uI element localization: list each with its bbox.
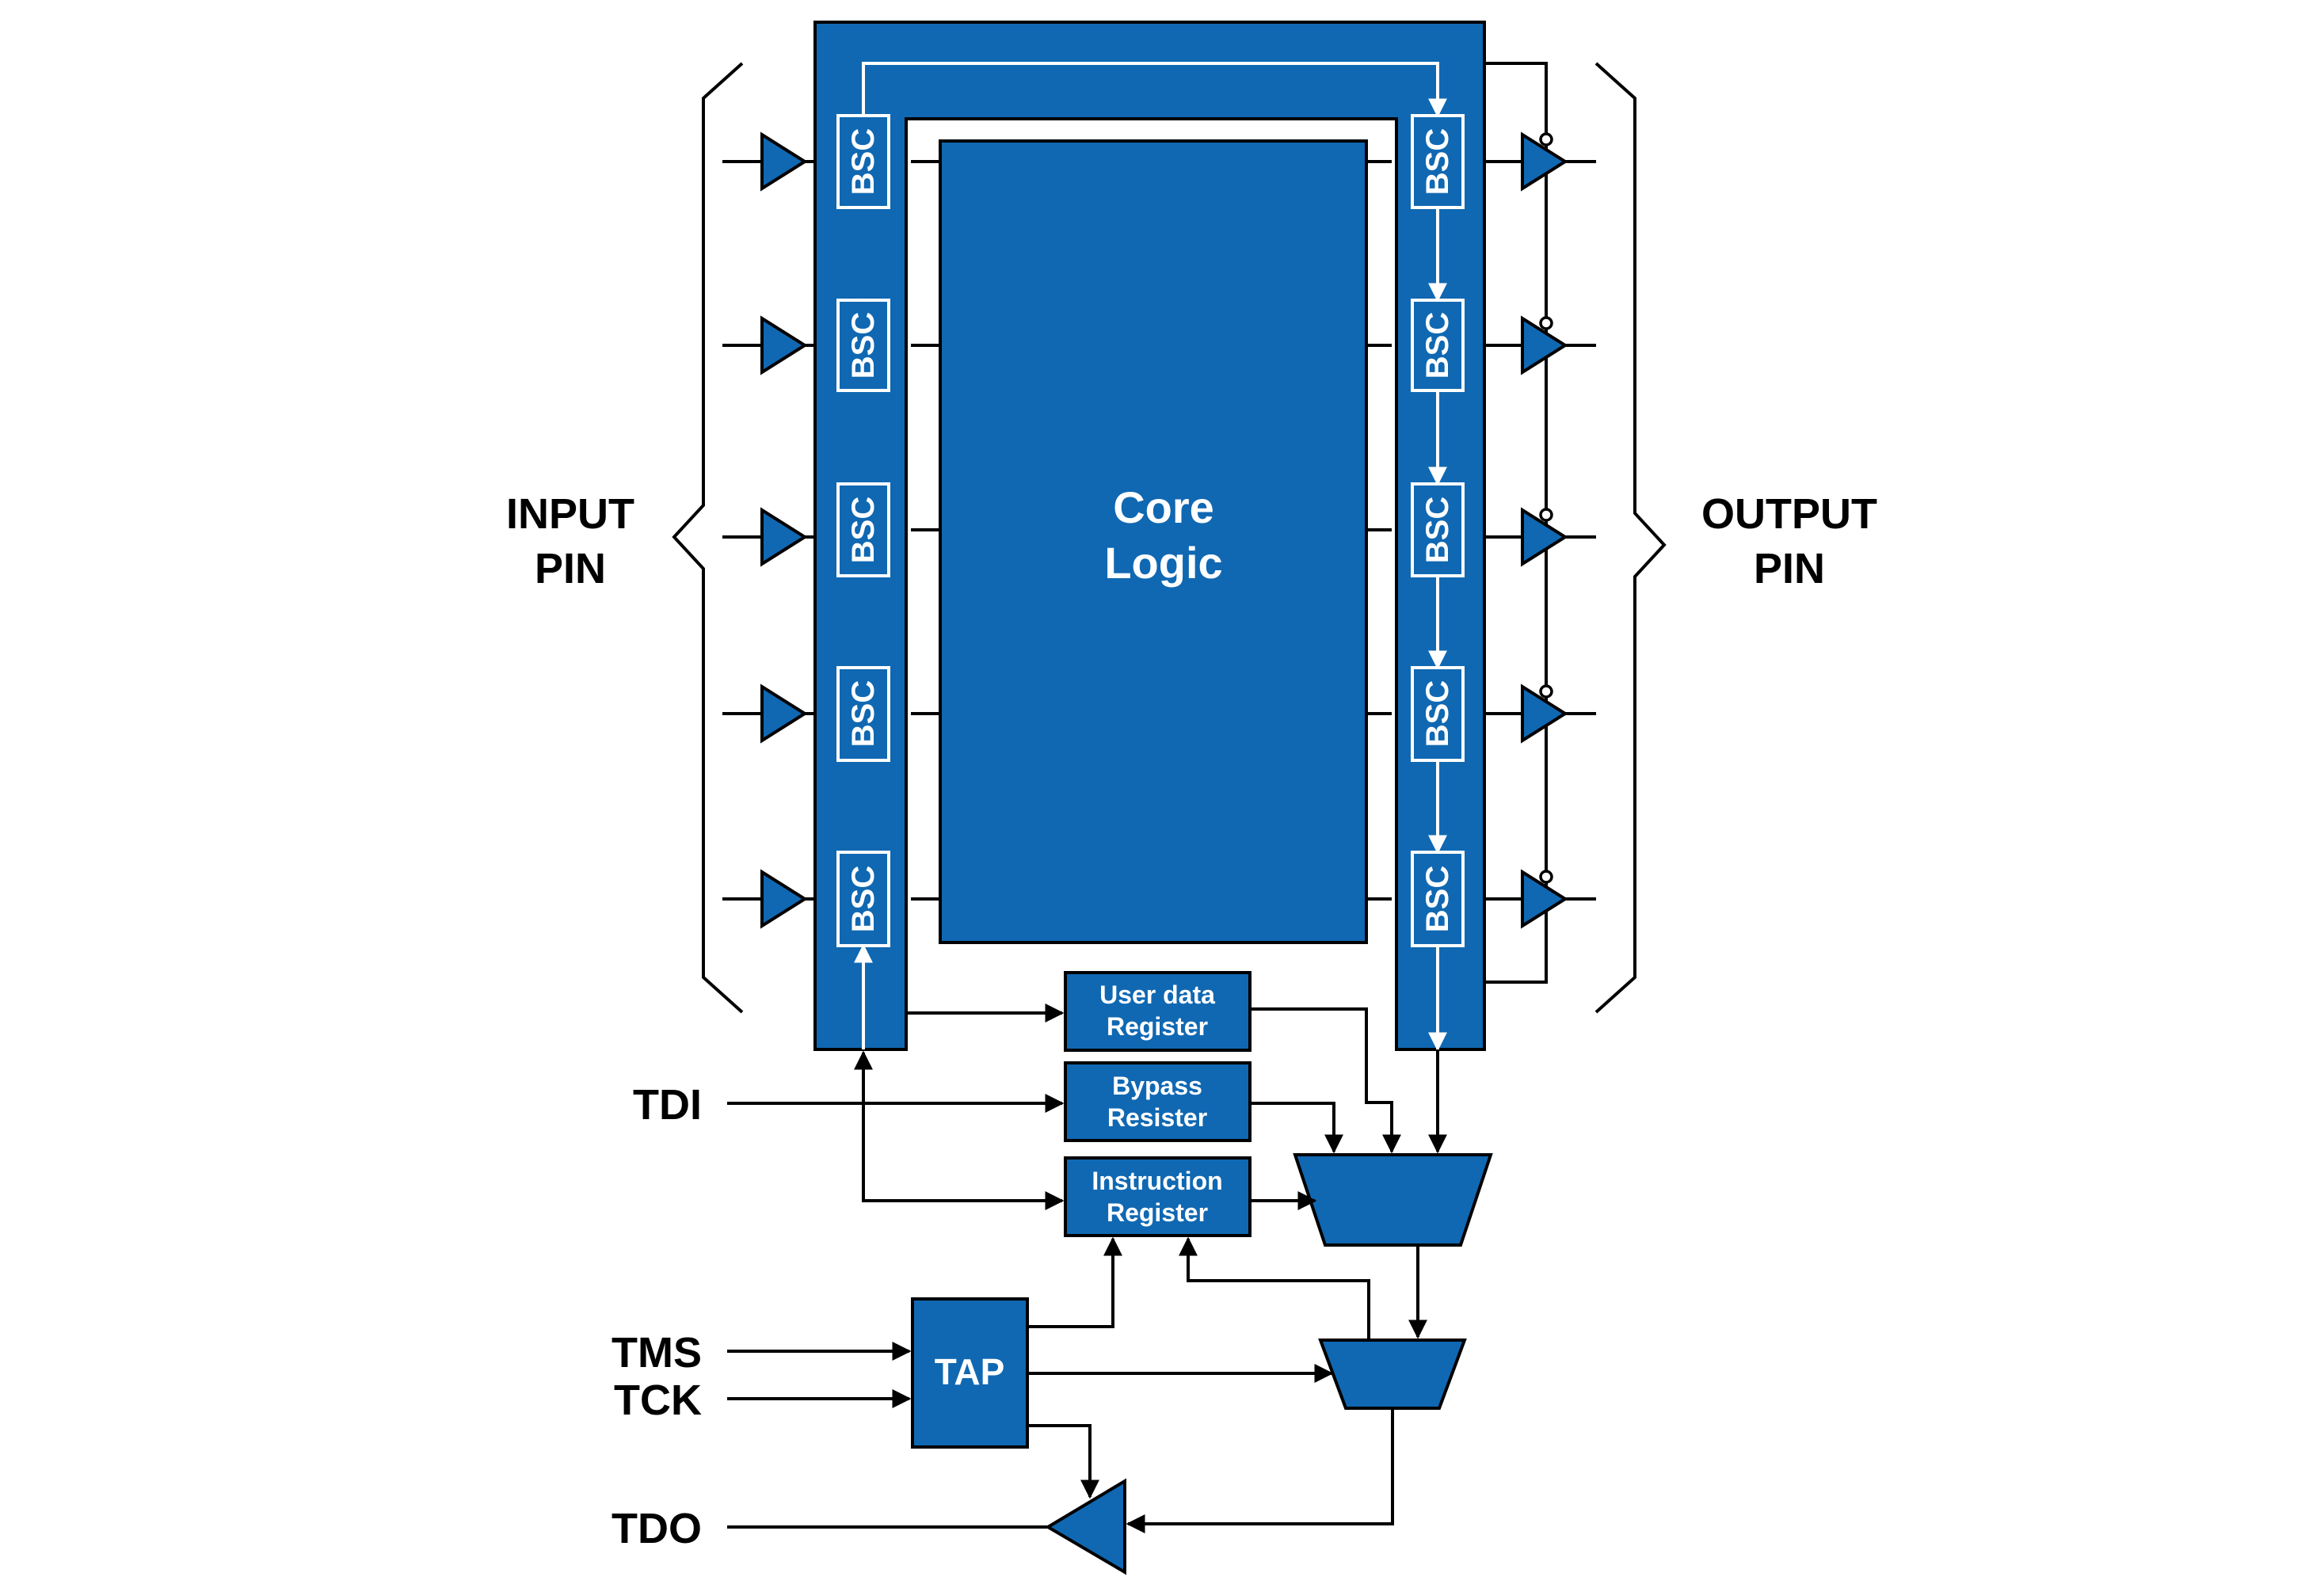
input-buffer-icon (760, 869, 808, 929)
bsc-cell (836, 851, 890, 947)
tap-label: TAP (935, 1351, 1005, 1392)
enable-bubble-icon (1539, 132, 1553, 147)
input-pin-label-line2: PIN (535, 545, 606, 592)
bsc-label: BSC (846, 128, 881, 195)
input-buffer-icon (760, 315, 808, 375)
output-enable-bus (1484, 62, 1548, 984)
register-select-mux (1293, 1153, 1493, 1247)
bsc-label: BSC (846, 497, 881, 563)
bsc-cell (1411, 851, 1465, 947)
input-buffer-icon (760, 131, 808, 192)
enable-bubble-icon (1539, 684, 1553, 699)
enable-bubble-icon (1539, 316, 1553, 330)
output-pin-label-line2: PIN (1754, 545, 1825, 592)
bsc-cell (836, 299, 890, 392)
bsc-label: BSC (846, 680, 881, 747)
output-buffer-icon (1521, 315, 1568, 375)
core-logic-box (939, 139, 1368, 944)
bsc-cell (836, 114, 890, 209)
boundary-scan-ring: Core Logic BSC BSC BSC BS (813, 21, 1486, 1052)
output-buffer-icon (1521, 131, 1568, 192)
tms-label: TMS (611, 1329, 702, 1377)
core-logic-label-line1: Core (1113, 482, 1214, 532)
bsc-core-links (911, 160, 1392, 901)
user-data-register-label-line2: Register (1107, 1012, 1208, 1041)
input-pins (722, 131, 815, 929)
bsc-label: BSC (846, 866, 881, 932)
bsc-cell (1411, 114, 1465, 209)
bypass-register-label-line2: Resister (1107, 1103, 1207, 1132)
registers: User data Register Bypass Resister Instr… (1064, 971, 1252, 1237)
bsc-label: BSC (1420, 312, 1455, 379)
bsc-label: BSC (1420, 866, 1455, 932)
bsc-label: BSC (1420, 497, 1455, 563)
output-pin-label-line1: OUTPUT (1701, 490, 1877, 538)
bsc-label: BSC (1420, 128, 1455, 195)
instruction-register-label-line2: Register (1107, 1198, 1208, 1227)
wiring (727, 1003, 1447, 1533)
input-buffer-icon (760, 684, 808, 744)
instruction-register-label-line1: Instruction (1092, 1167, 1222, 1195)
input-pin-label-line1: INPUT (506, 490, 634, 538)
bsc-label: BSC (1420, 680, 1455, 747)
tdo-label: TDO (611, 1505, 702, 1552)
output-buffer-icon (1521, 869, 1568, 929)
output-buffer-icon (1521, 684, 1568, 744)
bsc-cells-left: BSC BSC BSC BSC BSC (836, 114, 890, 947)
tdo-buffer-icon (1045, 1478, 1126, 1575)
bsc-cell (1411, 299, 1465, 392)
user-data-register-label-line1: User data (1099, 981, 1215, 1009)
output-buffer-icon (1521, 507, 1568, 567)
instruction-register-box (1064, 1156, 1252, 1237)
output-brace-icon (1594, 62, 1667, 1014)
core-logic-label-line2: Logic (1104, 538, 1222, 588)
input-brace-icon (672, 62, 744, 1014)
output-select-mux (1318, 1339, 1467, 1410)
enable-bubble-icon (1539, 870, 1553, 884)
bsc-cell (836, 666, 890, 762)
tck-label: TCK (614, 1377, 702, 1424)
bypass-register-label-line1: Bypass (1112, 1072, 1202, 1100)
tdi-label: TDI (633, 1081, 702, 1129)
output-pins (1484, 62, 1596, 984)
bsc-label: BSC (846, 312, 881, 379)
bsc-cell (836, 482, 890, 577)
bsc-cells-right: BSC BSC BSC BSC BSC (1411, 114, 1465, 947)
bsc-cell (1411, 666, 1465, 762)
enable-bubble-icon (1539, 508, 1553, 522)
bsc-cell (1411, 482, 1465, 577)
user-data-register-box (1064, 971, 1252, 1052)
input-buffer-icon (760, 507, 808, 567)
